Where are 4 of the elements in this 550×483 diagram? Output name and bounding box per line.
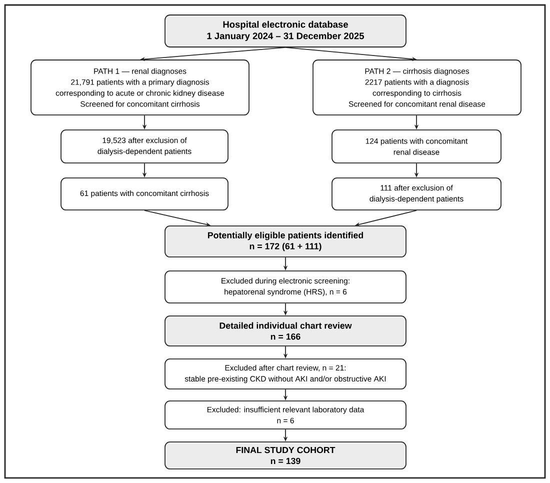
summary-box: Potentially eligible patients identified n = 172 (61 + 111) [164,226,406,258]
summary-box: FINAL STUDY COHORT n = 139 [164,442,406,470]
summary-box: Hospital electronic database 1 January 2024 – 31 December 2025 [164,14,406,48]
summary-box: Detailed individual chart review n = 166 [164,316,406,346]
